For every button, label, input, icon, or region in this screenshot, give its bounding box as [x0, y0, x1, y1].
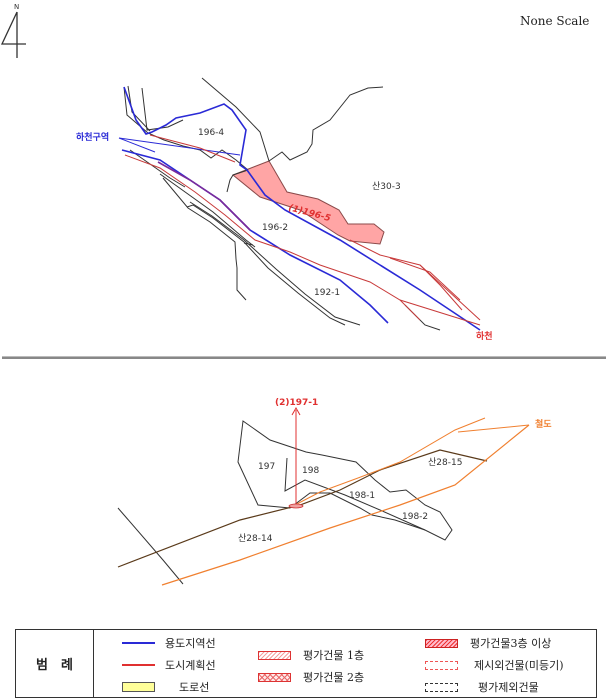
legend-item-unregistered: 제시외건물(미등기) — [425, 657, 564, 673]
parcel-label-192-1: 192-1 — [314, 288, 340, 298]
legend-item-excluded: 평가제외건물 — [425, 679, 539, 695]
parcel-label-198-1: 198-1 — [349, 491, 375, 501]
parcel-label-san28-15: 산28-15 — [428, 457, 462, 468]
hatch-1f-swatch — [258, 650, 291, 660]
dashed-red-swatch — [425, 660, 458, 670]
scale-label: None Scale — [520, 14, 590, 28]
cadastral-map-bottom: (2)197-1 철도 197 198 198-1 198-2 산28-15 산… — [117, 398, 552, 586]
legend-item-road-line: 도로선 — [122, 679, 209, 695]
river-label: 하천 — [476, 330, 493, 342]
hatch-2f-swatch — [258, 672, 291, 682]
parcel-lines-bottom — [117, 420, 453, 585]
parcel-label-san28-14: 산28-14 — [238, 533, 273, 544]
section-divider — [2, 356, 606, 359]
parcel-label-san30-3: 산30-3 — [372, 181, 401, 192]
north-label: N — [14, 3, 19, 11]
parcel-label-197-1[interactable]: (2)197-1 — [275, 398, 318, 408]
north-arrow-icon: N — [0, 3, 26, 58]
legend-item-building-1f: 평가건물 1층 — [258, 647, 364, 663]
parcel-196-5-highlight[interactable] — [232, 160, 385, 245]
dashed-black-swatch — [425, 682, 458, 692]
legend-item-building-3f: 평가건물3층 이상 — [425, 635, 551, 651]
zoning-line-swatch — [122, 642, 155, 644]
parcel-label-196-2: 196-2 — [262, 223, 288, 233]
legend-title: 범 례 — [16, 630, 94, 697]
cadastral-map-top: 196-4 (1)196-5 196-2 산30-3 192-1 하천구역 하천 — [76, 77, 493, 342]
building-197-1-highlight[interactable] — [288, 503, 304, 509]
planning-line-swatch — [122, 664, 155, 666]
railway-lines — [117, 417, 530, 586]
planning-lines — [124, 134, 481, 326]
legend-item-planning-line: 도시계획선 — [122, 657, 216, 673]
legend: 범 례 용도지역선 도시계획선 도로선 평가건물 1층 평가건물 2층 평가건물… — [15, 629, 597, 698]
parcel-label-197: 197 — [258, 462, 275, 472]
railway-label: 철도 — [535, 418, 552, 430]
river-zone-label: 하천구역 — [76, 131, 109, 143]
legend-item-zoning-line: 용도지역선 — [122, 635, 216, 651]
hatch-3f-swatch — [425, 638, 458, 648]
parcel-label-198-2: 198-2 — [402, 512, 428, 522]
parcel-lines — [123, 77, 441, 331]
parcel-label-198: 198 — [302, 466, 319, 476]
legend-item-building-2f: 평가건물 2층 — [258, 669, 364, 685]
legend-title-right: 례 — [61, 658, 73, 673]
road-swatch — [122, 682, 155, 692]
parcel-label-196-4: 196-4 — [198, 128, 224, 138]
legend-title-left: 범 — [36, 658, 48, 673]
